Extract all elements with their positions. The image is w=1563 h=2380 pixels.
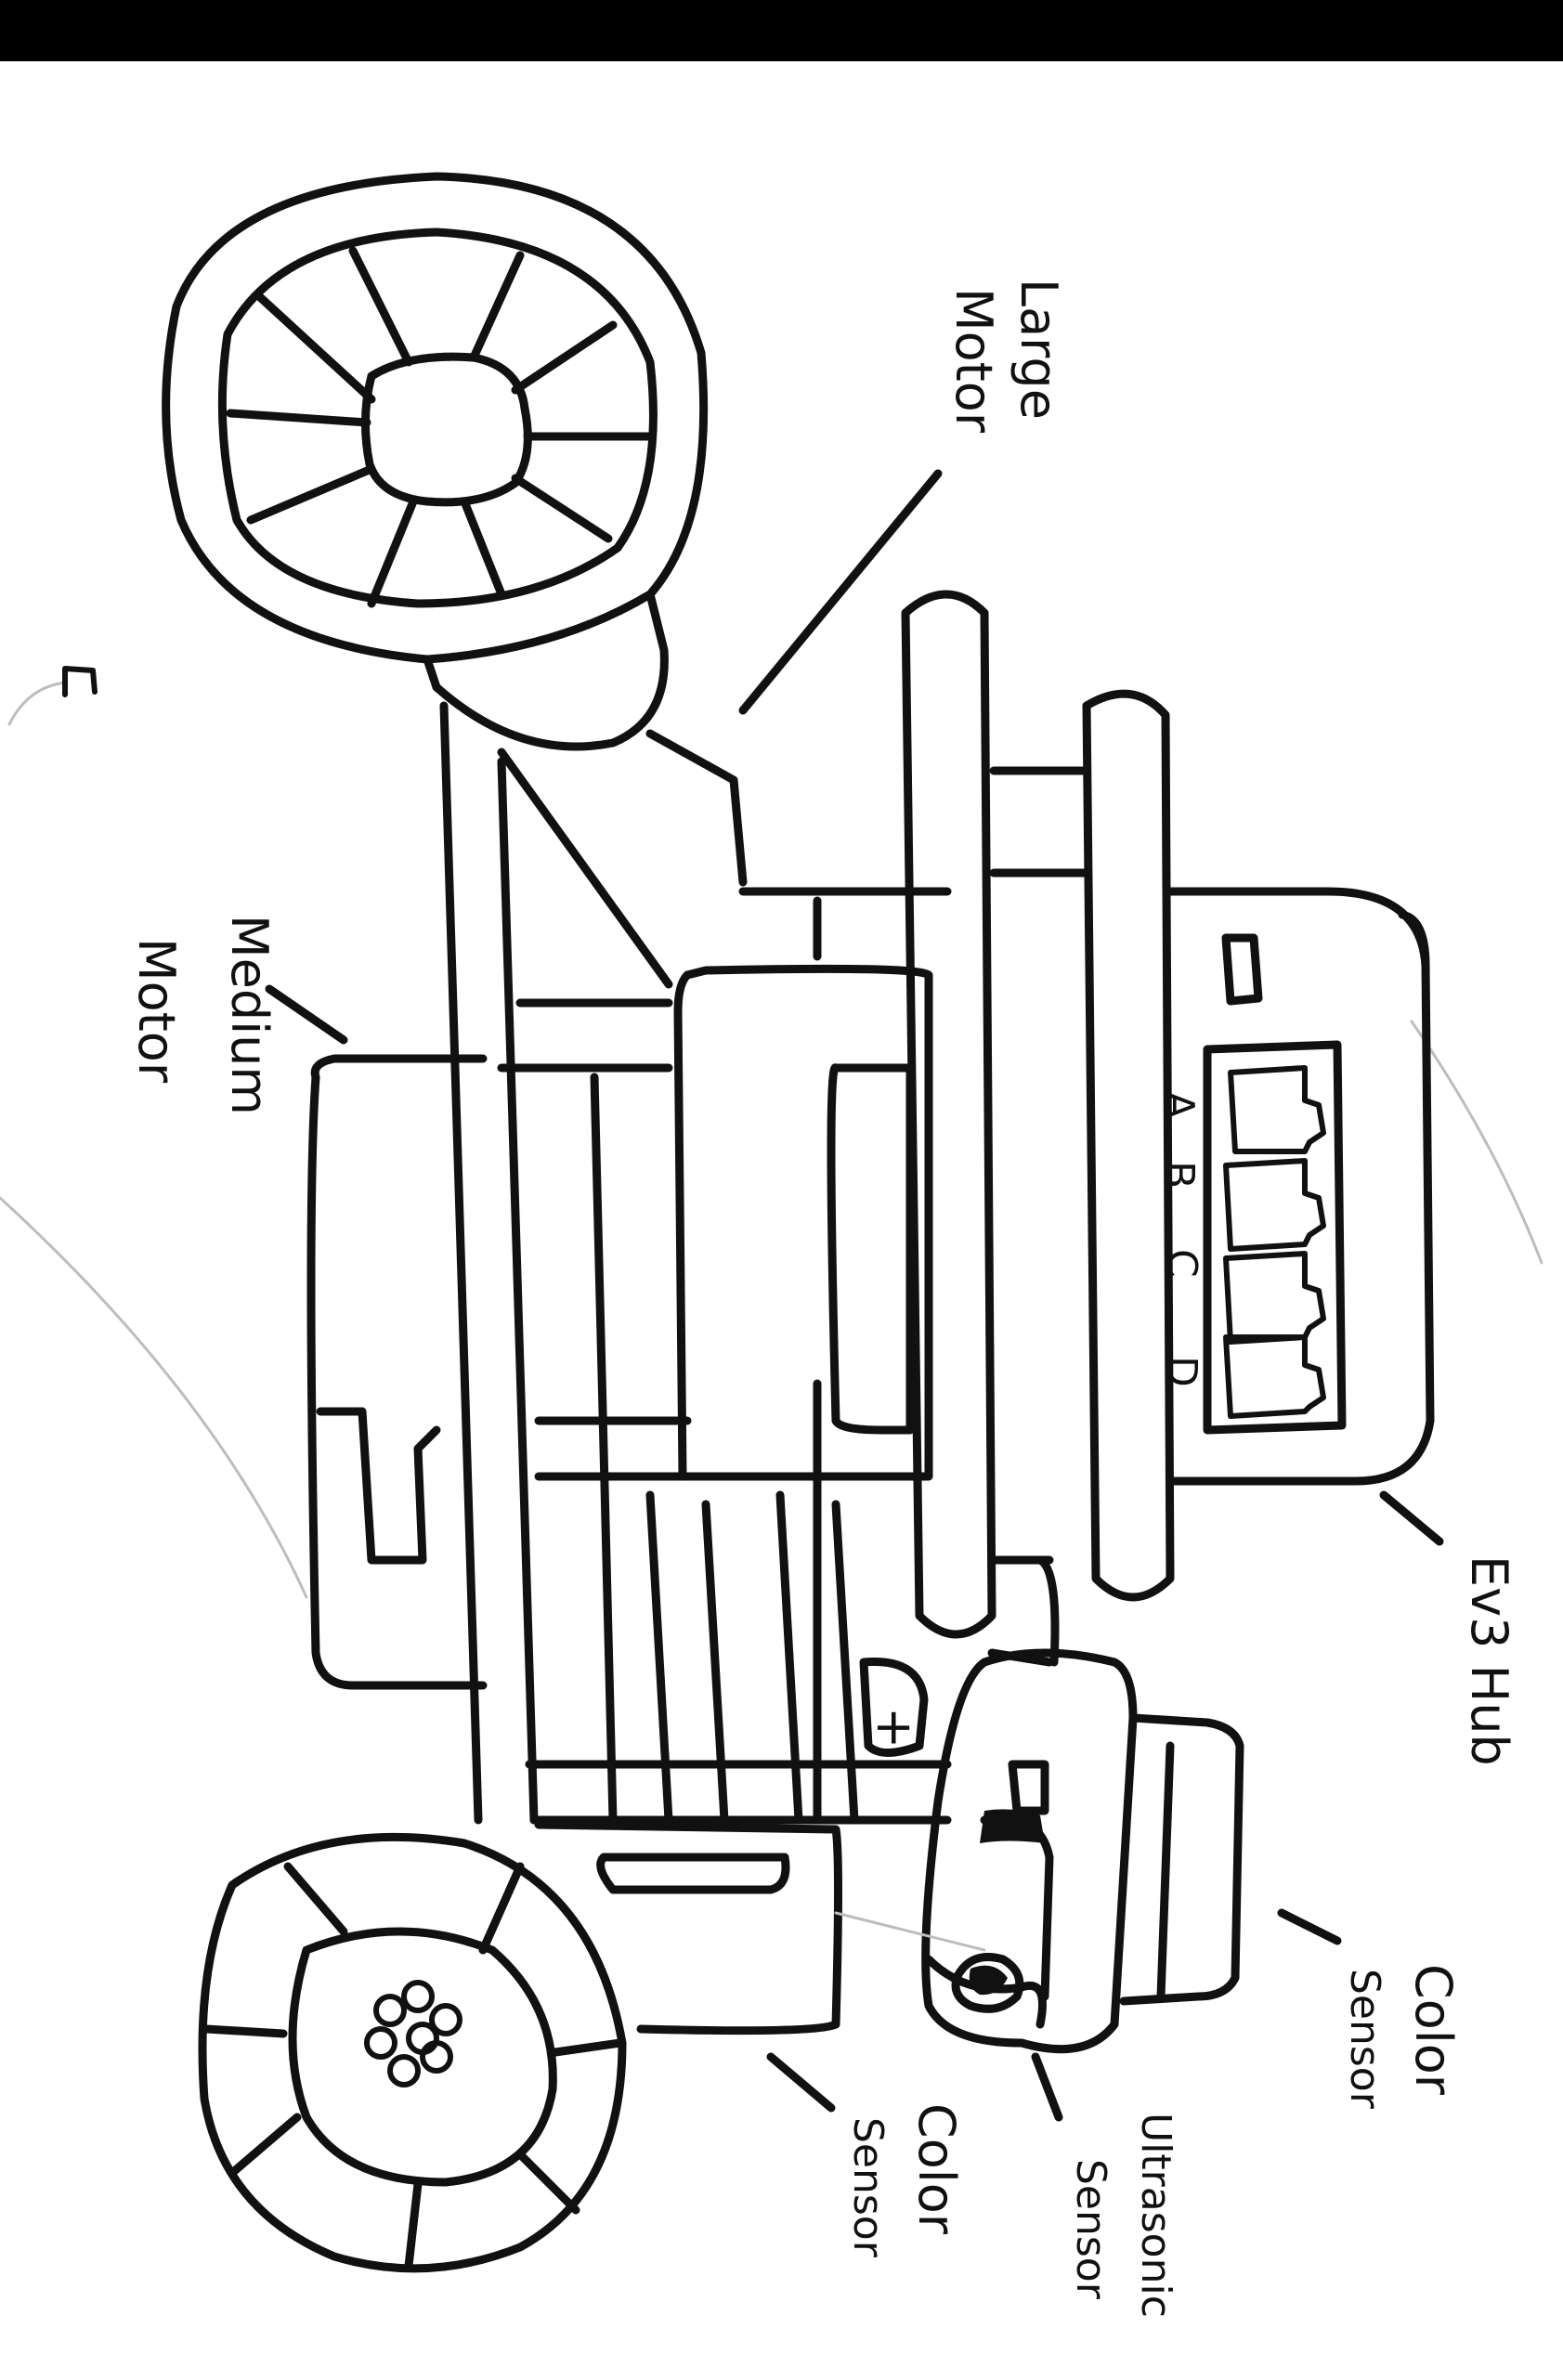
plus-button-label: + <box>866 1707 924 1749</box>
leader-ultrasonic <box>1035 2057 1059 2117</box>
svg-text:Color: Color <box>907 2103 966 2235</box>
port-label-c: C <box>1158 1249 1205 1278</box>
ev3-hub <box>1170 891 1430 1481</box>
svg-text:Color: Color <box>1404 1964 1463 2096</box>
large-wheel <box>166 176 704 659</box>
sensor-assembly <box>926 1653 1240 2049</box>
paper-mark-top <box>9 683 65 724</box>
svg-text:Sensor: Sensor <box>1341 1969 1388 2110</box>
small-wheel <box>202 1837 622 2268</box>
label-color-sensor-right: Color Sensor <box>1341 1964 1463 2110</box>
vertical-bars <box>905 594 1170 1662</box>
svg-text:Ev3 Hub: Ev3 Hub <box>1460 1555 1518 1766</box>
frame-beams <box>444 706 947 1820</box>
label-color-sensor-bottom: Color Sensor <box>844 2103 966 2258</box>
port-label-d: D <box>1158 1356 1205 1387</box>
leader-color-sensor-bottom <box>771 2057 831 2108</box>
margin-mark <box>65 669 95 695</box>
leader-ev3-hub <box>1384 1495 1439 1541</box>
svg-text:Motor: Motor <box>127 938 186 1084</box>
leader-color-sensor-right <box>1282 1913 1337 1941</box>
label-ultrasonic-sensor: Ultrasonic Sensor <box>1067 2113 1179 2318</box>
svg-text:Ultrasonic: Ultrasonic <box>1132 2113 1179 2318</box>
svg-text:Large: Large <box>1009 279 1068 420</box>
svg-text:Medium: Medium <box>220 915 279 1115</box>
svg-text:Sensor: Sensor <box>1067 2159 1114 2300</box>
port-label-b: B <box>1155 1161 1203 1189</box>
port-label-a: A <box>1155 1091 1203 1119</box>
label-large-motor: Large Motor <box>944 279 1068 434</box>
paper-curve-left <box>0 1198 306 1597</box>
leader-medium-motor <box>269 989 344 1040</box>
label-medium-motor: Medium Motor <box>127 915 279 1115</box>
svg-text:Sensor: Sensor <box>844 2117 892 2258</box>
bottom-color-sensor <box>539 1825 984 2031</box>
svg-text:Motor: Motor <box>944 288 1003 434</box>
label-ev3-hub: Ev3 Hub <box>1460 1555 1518 1766</box>
